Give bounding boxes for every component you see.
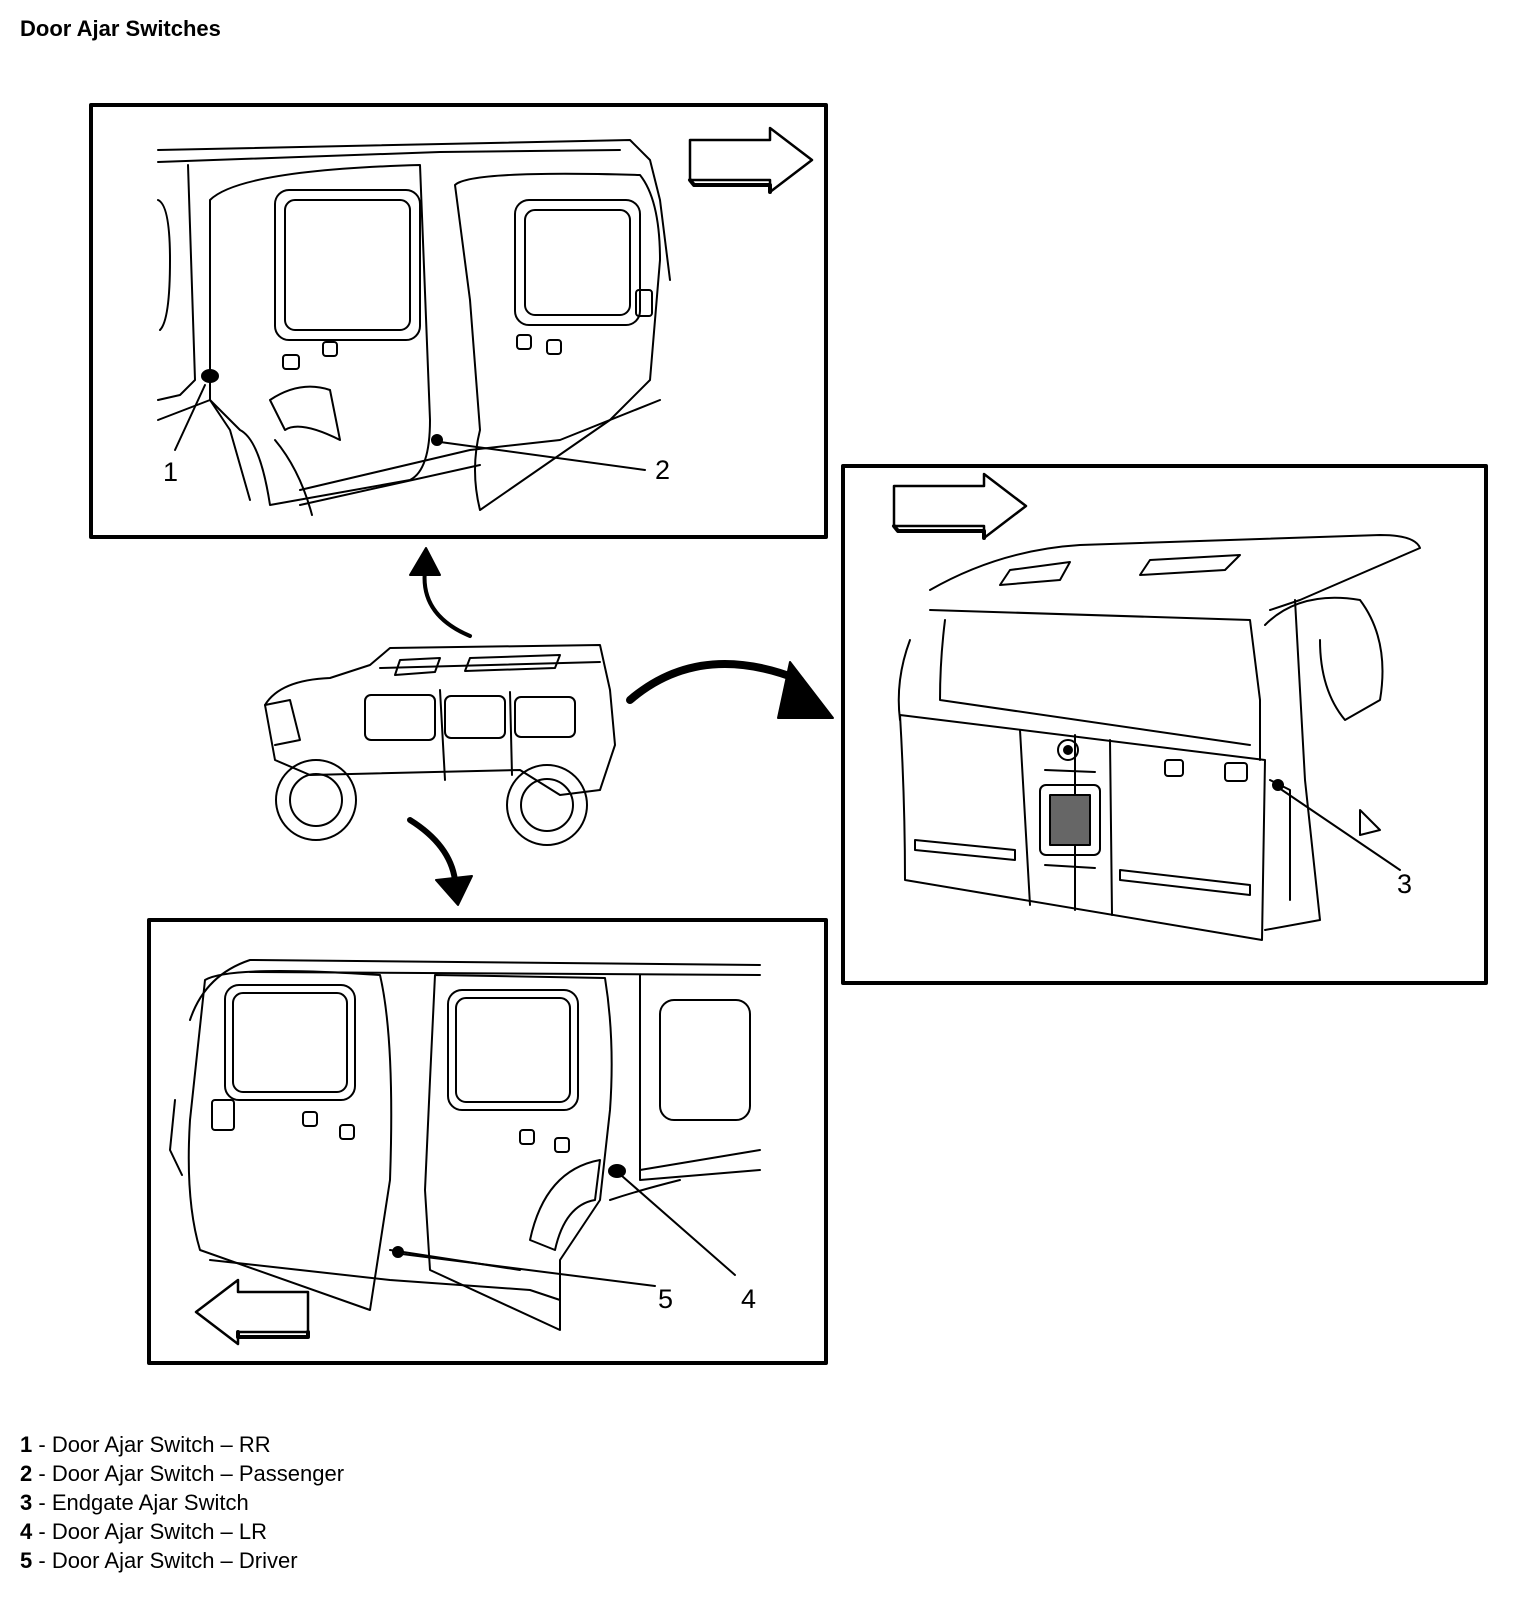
parts-legend: 1 - Door Ajar Switch – RR 2 - Door Ajar … (20, 1430, 344, 1575)
legend-item: 4 - Door Ajar Switch – LR (20, 1519, 268, 1544)
callout-1: 1 (163, 457, 178, 487)
driver-side-view (147, 918, 828, 1365)
legend-item: 3 - Endgate Ajar Switch (20, 1490, 249, 1515)
callout-2: 2 (655, 455, 670, 485)
callout-4: 4 (741, 1284, 756, 1314)
vehicle-overview (264, 547, 834, 906)
callout-3: 3 (1397, 869, 1412, 899)
legend-item: 1 - Door Ajar Switch – RR (20, 1432, 271, 1457)
legend-item: 2 - Door Ajar Switch – Passenger (20, 1461, 345, 1486)
rear-endgate-view (841, 464, 1488, 985)
passenger-side-view (89, 103, 828, 539)
diagram-title: Door Ajar Switches (20, 16, 221, 41)
callout-5: 5 (658, 1284, 673, 1314)
legend-item: 5 - Door Ajar Switch – Driver (20, 1548, 298, 1573)
